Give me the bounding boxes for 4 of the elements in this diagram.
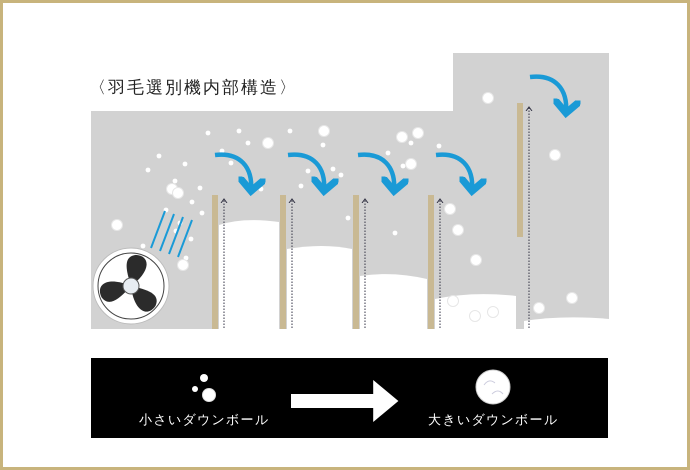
arrow xyxy=(291,380,398,422)
node-label: 大きいダウンボール xyxy=(426,412,560,429)
diagram-title: 〈羽毛選別機内部構造〉 xyxy=(89,77,298,99)
node-label: 小さいダウンボール xyxy=(138,412,270,429)
